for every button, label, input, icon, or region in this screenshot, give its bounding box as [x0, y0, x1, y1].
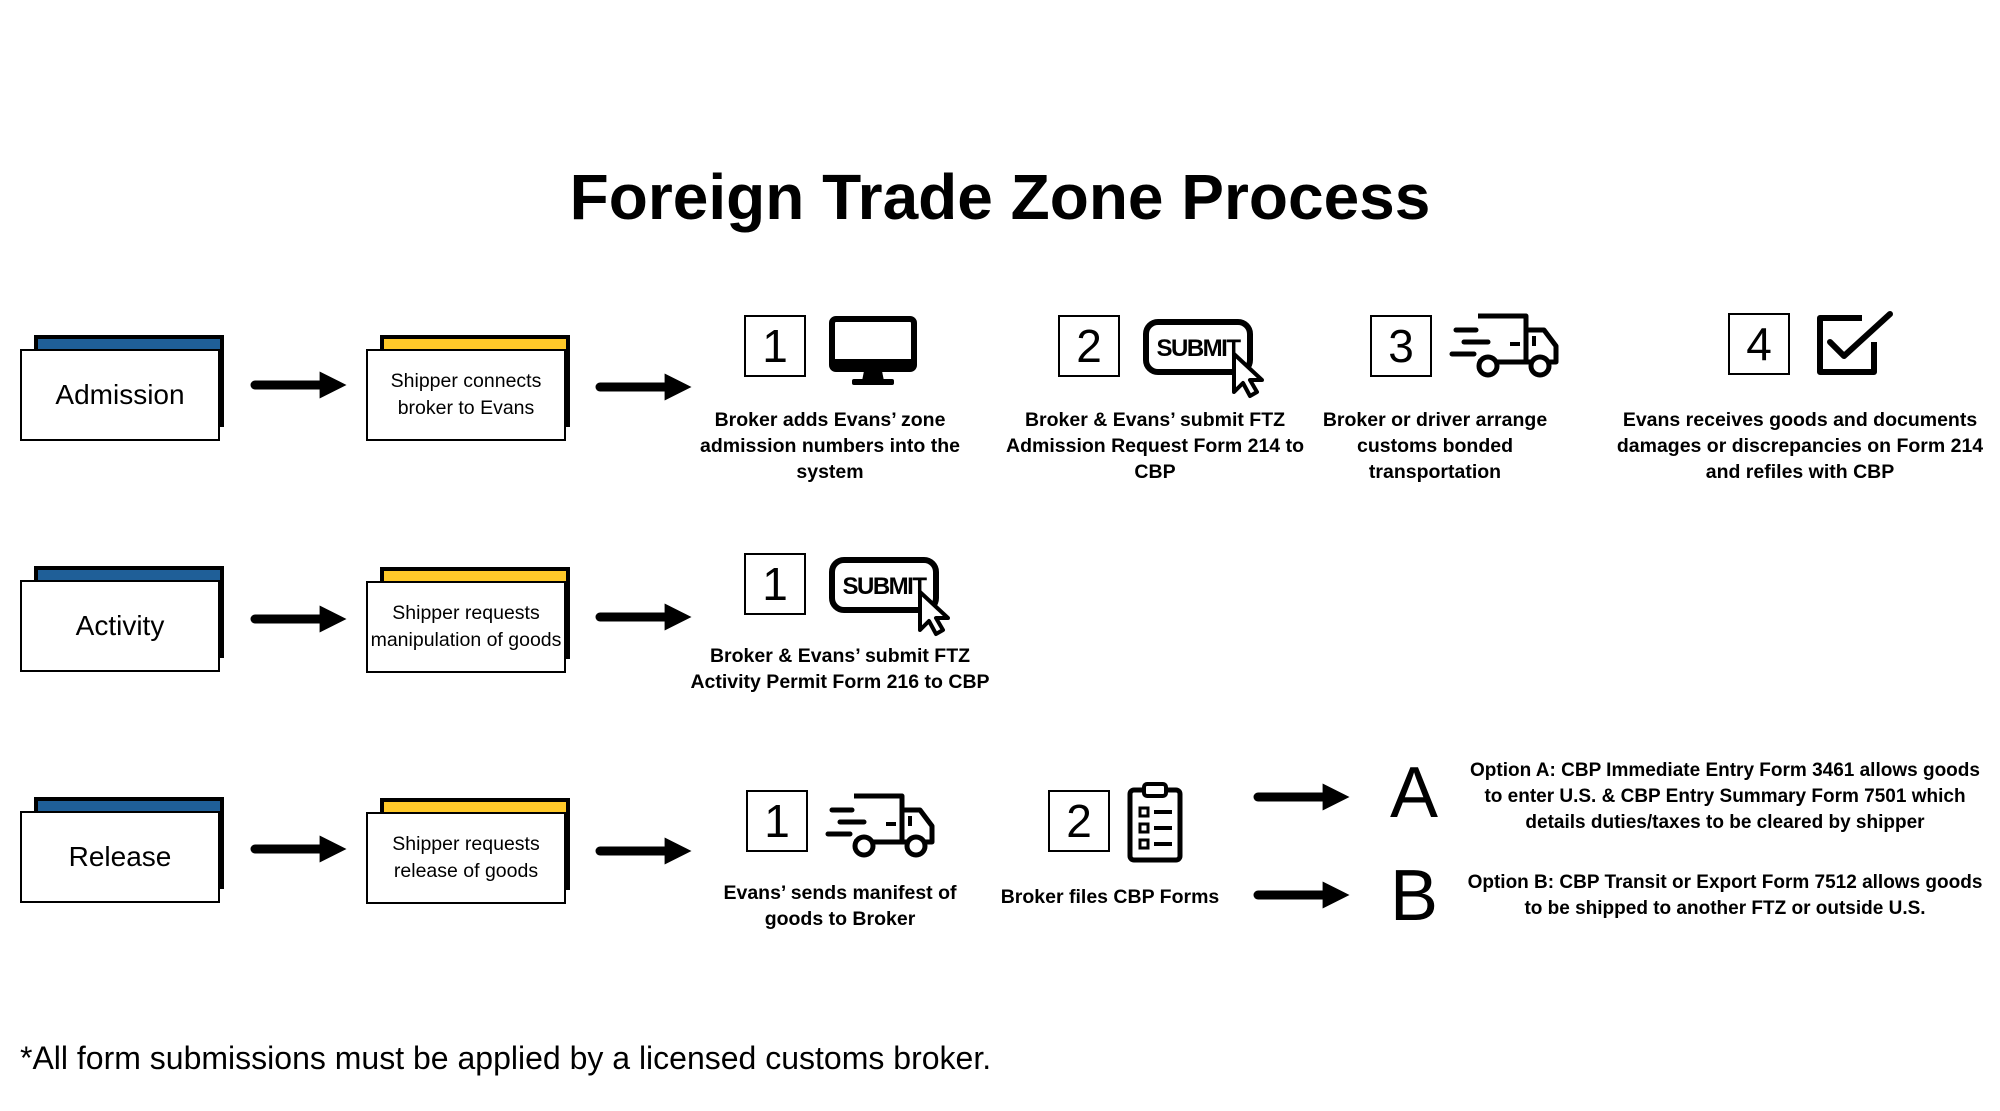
shipper-text-activity: Shipper requests manipulation of goods: [366, 581, 566, 673]
shipper-text-release: Shipper requests release of goods: [366, 812, 566, 904]
step-number: 3: [1370, 315, 1432, 377]
option-b-text: Option B: CBP Transit or Export Form 751…: [1467, 872, 1983, 919]
delivery-truck-icon: [825, 793, 935, 858]
step-caption: Broker adds Evans’ zone admission number…: [699, 409, 961, 483]
footnote: *All form submissions must be applied by…: [20, 1040, 992, 1076]
step-caption: Broker & Evans’ submit FTZ Activity Perm…: [690, 645, 990, 693]
arrow-right-icon: [250, 371, 347, 399]
release-label: Release: [20, 811, 220, 903]
option-letter-b: B: [1390, 856, 1439, 936]
step-number: 1: [746, 790, 808, 852]
arrow-right-icon: [1253, 783, 1350, 811]
shipper-card-admission: Shipper connects broker to Evans: [366, 335, 576, 441]
submit-button-cursor-icon: SUBMIT: [829, 557, 950, 636]
arrow-right-icon: [250, 605, 347, 633]
svg-text:SUBMIT: SUBMIT: [843, 573, 928, 600]
step-number: 2: [1048, 790, 1110, 852]
step-number: 2: [1058, 315, 1120, 377]
checkbox-checked-icon: [1817, 311, 1893, 375]
activity-stage-card: Activity: [20, 566, 230, 672]
arrow-right-icon: [250, 835, 347, 863]
option-a-text: Option A: CBP Immediate Entry Form 3461 …: [1470, 760, 1980, 833]
shipper-card-release: Shipper requests release of goods: [366, 798, 576, 904]
option-letter-a: A: [1390, 753, 1439, 833]
activity-label: Activity: [20, 580, 220, 672]
arrow-right-icon: [595, 837, 692, 865]
shipper-card-activity: Shipper requests manipulation of goods: [366, 567, 576, 673]
step-number: 1: [744, 315, 806, 377]
admission-label: Admission: [20, 349, 220, 441]
arrow-right-icon: [1253, 881, 1350, 909]
step-number: 4: [1728, 313, 1790, 375]
arrow-right-icon: [595, 603, 692, 631]
shipper-text-admission: Shipper connects broker to Evans: [366, 349, 566, 441]
step-caption: Evans receives goods and documents damag…: [1616, 409, 1984, 483]
admission-stage-card: Admission: [20, 335, 230, 441]
step-caption: Broker or driver arrange customs bonded …: [1322, 409, 1548, 483]
arrow-right-icon: [595, 373, 692, 401]
monitor-icon: [829, 316, 917, 385]
delivery-truck-icon: [1449, 313, 1559, 378]
step-caption: Broker & Evans’ submit FTZ Admission Req…: [1006, 409, 1304, 483]
svg-text:SUBMIT: SUBMIT: [1157, 335, 1242, 362]
step-caption: Broker files CBP Forms: [1000, 886, 1220, 908]
submit-button-cursor-icon: SUBMIT: [1143, 319, 1264, 398]
page-title: Foreign Trade Zone Process: [569, 161, 1431, 233]
step-caption: Evans’ sends manifest of goods to Broker: [723, 882, 957, 930]
step-number: 1: [744, 553, 806, 615]
clipboard-checklist-icon: [1127, 782, 1183, 863]
release-stage-card: Release: [20, 797, 230, 903]
